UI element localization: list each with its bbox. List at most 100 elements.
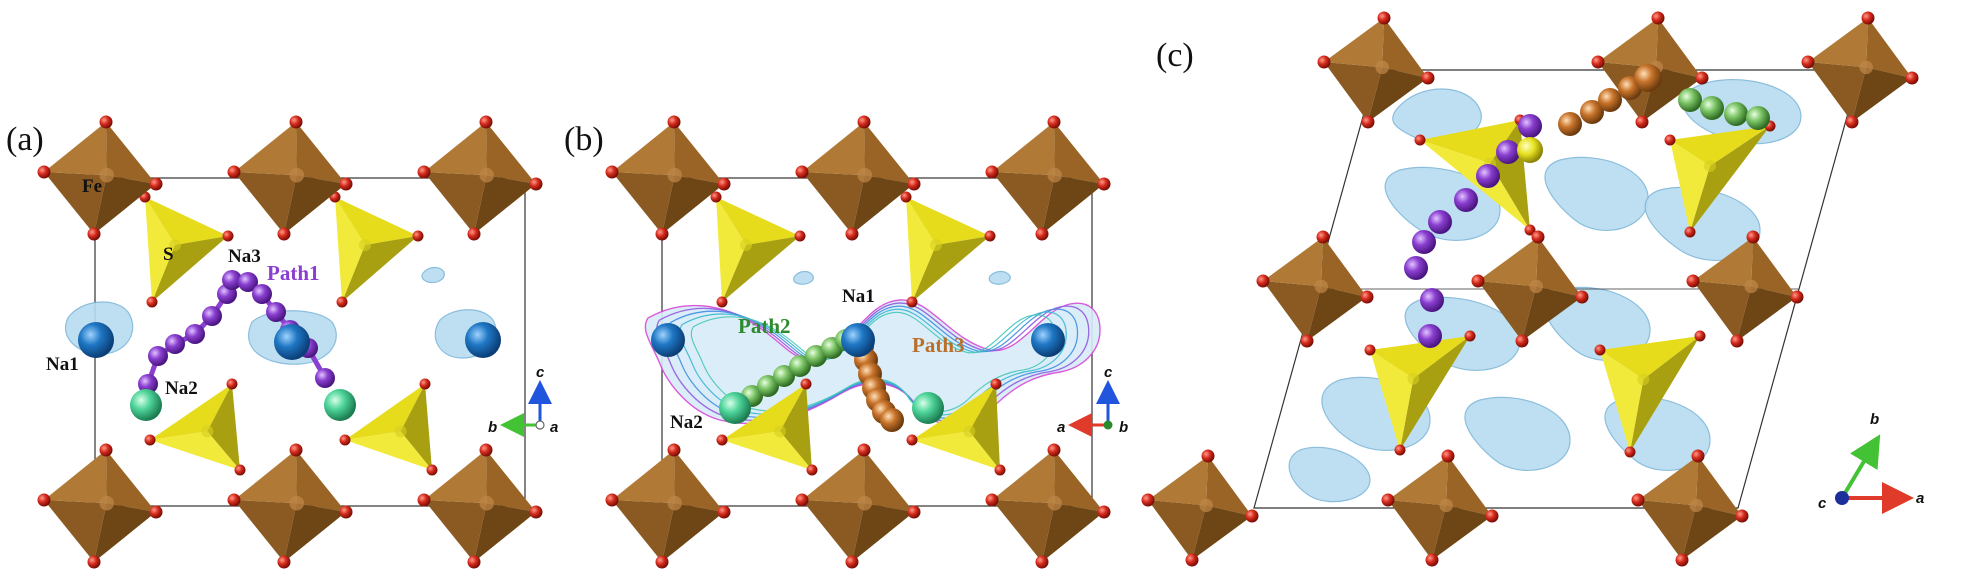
so4-tetrahedron xyxy=(716,378,818,476)
oxygen-atom xyxy=(900,191,912,203)
oxygen-atom xyxy=(1185,553,1199,567)
octahedron-face xyxy=(612,122,675,176)
iron-atom xyxy=(479,167,494,183)
octahedron-face xyxy=(852,175,914,234)
octahedron-face xyxy=(1054,122,1104,184)
path3-label: Path3 xyxy=(912,333,965,357)
octahedron-face xyxy=(474,503,536,562)
tetrahedron-face xyxy=(912,384,996,440)
tetrahedron-face xyxy=(335,197,365,302)
feo6-octahedron xyxy=(605,443,731,569)
octahedron-face xyxy=(1382,18,1428,78)
na1-site xyxy=(651,323,685,357)
octahedron-face xyxy=(1693,281,1752,341)
path1-intermediate-site xyxy=(1518,114,1542,138)
unit-cell-outline xyxy=(1253,69,1861,509)
octahedron-face xyxy=(1368,67,1428,122)
octahedron-face xyxy=(1696,456,1742,516)
feo6-octahedron xyxy=(605,115,731,241)
sodium-sites xyxy=(78,322,501,421)
octahedron-face xyxy=(1388,500,1447,560)
so4-tetrahedron xyxy=(710,191,806,308)
octahedron-face xyxy=(1446,456,1492,516)
path1-intermediate-site xyxy=(165,334,185,354)
tetrahedron-face xyxy=(716,197,746,302)
tetrahedron-face xyxy=(1600,336,1700,380)
octahedron-face xyxy=(1866,18,1912,78)
octahedron-face xyxy=(992,172,1055,234)
tetrahedra xyxy=(710,191,1006,476)
octahedron-face xyxy=(1388,456,1448,506)
octahedron-face xyxy=(234,172,297,234)
oxygen-atom xyxy=(1394,444,1406,456)
oxygen-atom xyxy=(984,230,996,242)
feo6-octahedron xyxy=(1381,449,1499,567)
oxygen-atom xyxy=(1256,274,1270,288)
tetrahedra xyxy=(1364,114,1776,458)
path1-intermediate-site xyxy=(266,302,286,322)
axis-label-left: b xyxy=(488,419,497,436)
oxygen-atom xyxy=(1905,71,1919,85)
path1-intermediate-site xyxy=(185,324,205,344)
sulfur-atom xyxy=(201,425,214,438)
tetrahedron-face xyxy=(150,384,232,440)
sulfur-atom xyxy=(774,425,786,438)
oxygen-atom xyxy=(1684,226,1696,238)
octahedron-face xyxy=(1192,505,1252,560)
oxygen-atom xyxy=(795,493,809,507)
feo6-octahedron xyxy=(1801,11,1919,129)
path1-intermediate-site xyxy=(202,306,222,326)
oxygen-atom xyxy=(529,505,543,519)
octahedron-face xyxy=(992,500,1055,562)
feo6-octahedron xyxy=(985,443,1111,569)
oxygen-atom xyxy=(339,177,353,191)
octahedron-face xyxy=(612,450,675,504)
octahedron-face xyxy=(864,122,914,184)
oxygen-atom xyxy=(1035,555,1049,569)
isosurface-lobe xyxy=(793,270,814,285)
sulfur-atom xyxy=(740,239,752,251)
oxygen-atom xyxy=(87,555,101,569)
oxygen-atom xyxy=(1695,71,1709,85)
feo6-octahedron xyxy=(1317,11,1435,129)
octahedron-face xyxy=(1324,18,1384,68)
oxygen-atom xyxy=(226,378,238,390)
octahedron-face xyxy=(44,122,107,176)
oxygen-atom xyxy=(794,230,806,242)
atom-label-na3: Na3 xyxy=(228,246,261,267)
iron-atom xyxy=(1047,495,1062,511)
octahedron-face xyxy=(662,503,724,562)
octahedron-face xyxy=(1042,175,1104,234)
oxygen-atom xyxy=(906,296,918,308)
oxygen-atom xyxy=(1746,230,1760,244)
path1-intermediate-site xyxy=(1476,164,1500,188)
path2-intermediate-site xyxy=(757,375,779,397)
iron-atom xyxy=(1689,498,1703,513)
tetrahedron-face xyxy=(145,197,175,302)
oxygen-atom xyxy=(1651,11,1665,25)
oxygen-atom xyxy=(37,165,51,179)
path3-intermediate-site xyxy=(1598,88,1622,112)
octahedron-face xyxy=(1307,286,1367,341)
oxygen-atom xyxy=(1531,230,1545,244)
octahedron-face xyxy=(992,122,1055,176)
octahedron-face xyxy=(1478,237,1538,287)
oxygen-atom xyxy=(412,230,424,242)
na1-site xyxy=(465,322,501,358)
oxygen-atom xyxy=(1201,449,1215,463)
tetrahedron-face xyxy=(716,197,800,245)
oxygen-atom xyxy=(1317,55,1331,69)
isosurface-lobe xyxy=(1464,396,1571,471)
oxygen-atom xyxy=(990,378,1002,390)
tetrahedron-face xyxy=(912,236,990,302)
oxygen-atom xyxy=(1635,115,1649,129)
path1-intermediate-site xyxy=(1496,140,1520,164)
oxygen-atom xyxy=(234,464,246,476)
axis-label-up: c xyxy=(536,364,545,381)
oxygen-atom xyxy=(1316,230,1330,244)
octahedron-face xyxy=(802,450,865,504)
octahedron-face xyxy=(424,172,487,234)
iron-atom xyxy=(1375,60,1389,75)
oxygen-atom xyxy=(1381,493,1395,507)
octahedron-face xyxy=(1656,18,1702,78)
